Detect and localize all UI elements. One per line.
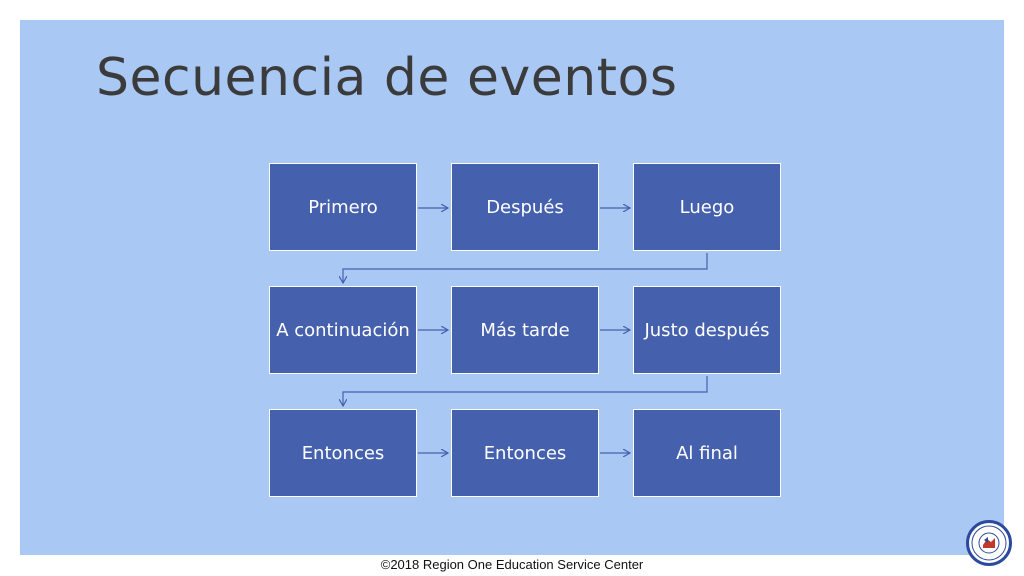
step-box-al-final: Al final (633, 409, 781, 497)
step-box-despues: Después (451, 163, 599, 251)
copyright-footer: ©2018 Region One Education Service Cente… (380, 557, 644, 572)
region-one-seal-icon (966, 520, 1012, 566)
step-box-a-continuacion: A continuación (269, 286, 417, 374)
step-box-entonces-2: Entonces (451, 409, 599, 497)
step-box-luego: Luego (633, 163, 781, 251)
page-title: Secuencia de eventos (96, 48, 678, 108)
step-box-justo-despues: Justo después (633, 286, 781, 374)
step-box-entonces-1: Entonces (269, 409, 417, 497)
step-box-primero: Primero (269, 163, 417, 251)
step-box-mas-tarde: Más tarde (451, 286, 599, 374)
